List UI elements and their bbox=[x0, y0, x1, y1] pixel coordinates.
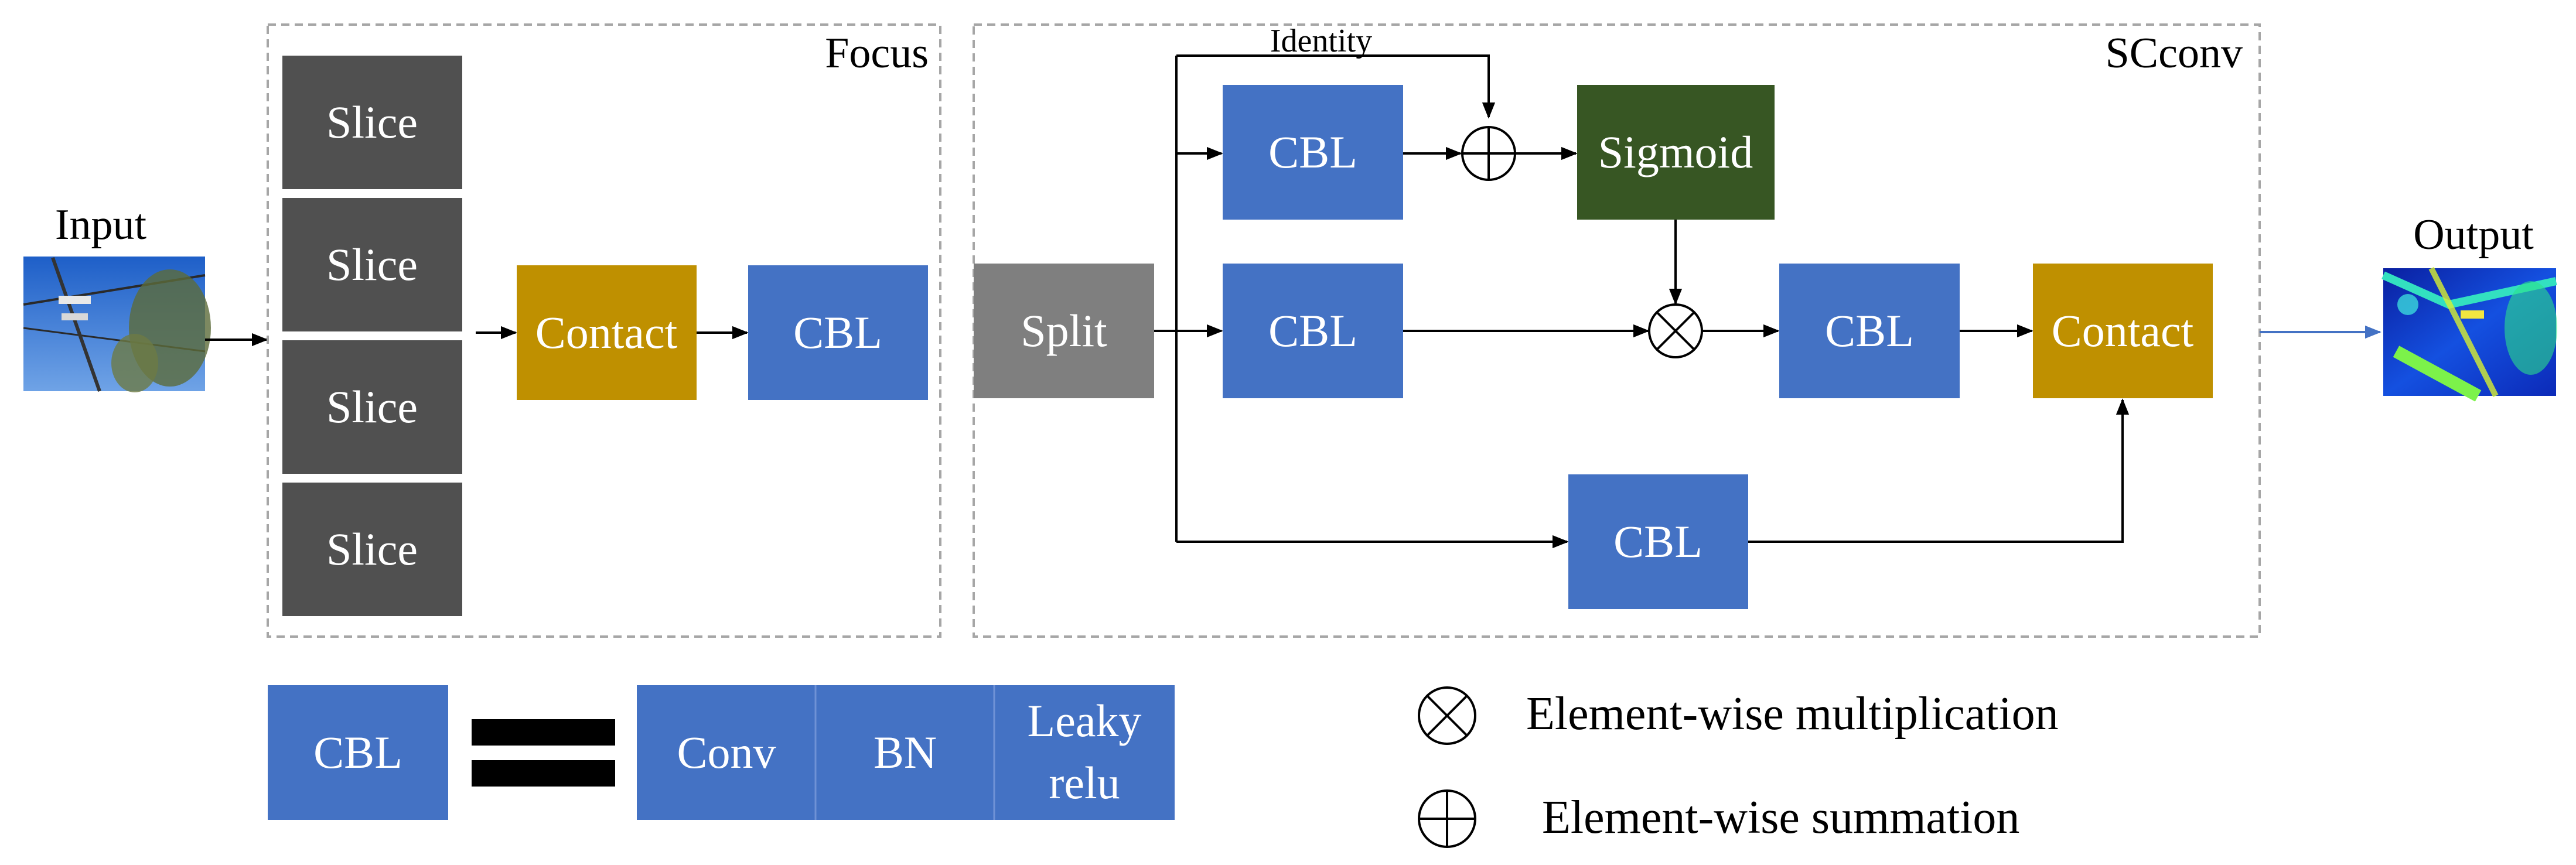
equals-sign bbox=[472, 719, 615, 787]
scconv-cbl-top-box: CBL bbox=[1223, 85, 1403, 220]
split-box: Split bbox=[974, 264, 1154, 398]
multiplication-node bbox=[1648, 303, 1703, 358]
scconv-cbl-bottom-label: CBL bbox=[1613, 516, 1702, 567]
scconv-cbl-mid-box: CBL bbox=[1223, 264, 1403, 398]
scconv-cbl-after-mult-label: CBL bbox=[1825, 305, 1914, 356]
legend-bn-label: BN bbox=[874, 727, 937, 778]
focus-contact-box: Contact bbox=[517, 265, 697, 400]
focus-cbl-box: CBL bbox=[748, 265, 928, 400]
identity-label: Identity bbox=[1270, 23, 1372, 59]
scconv-contact-label: Contact bbox=[2052, 305, 2194, 356]
slice-label: Slice bbox=[326, 97, 418, 148]
output-image bbox=[2381, 266, 2557, 402]
legend-cbl-box: CBL bbox=[268, 685, 448, 820]
legend-cbl-label: CBL bbox=[313, 727, 402, 778]
output-label: Output bbox=[2413, 211, 2534, 259]
sigmoid-box: Sigmoid bbox=[1577, 85, 1775, 220]
slice-box-2: Slice bbox=[282, 198, 462, 331]
multiplication-legend-text: Element-wise multiplication bbox=[1526, 688, 2059, 740]
focus-contact-label: Contact bbox=[535, 307, 678, 358]
summation-legend-icon bbox=[1418, 789, 1476, 848]
input-image bbox=[23, 257, 211, 392]
scconv-cbl-bottom-box: CBL bbox=[1568, 474, 1748, 609]
focus-title: Focus bbox=[825, 29, 929, 77]
scconv-title: SCconv bbox=[2106, 29, 2243, 77]
input-label: Input bbox=[55, 201, 147, 249]
legend-cbl-composition: Conv BN Leaky relu bbox=[637, 685, 1175, 820]
slice-label: Slice bbox=[326, 524, 418, 575]
summation-legend-text: Element-wise summation bbox=[1542, 792, 2019, 843]
slice-box-1: Slice bbox=[282, 56, 462, 189]
cbl-bottom-to-contact-arrow bbox=[1748, 398, 2130, 543]
legend-conv-label: Conv bbox=[677, 727, 776, 778]
legend-leaky-label-line1: Leaky bbox=[1028, 695, 1142, 746]
scconv-cbl-mid-label: CBL bbox=[1268, 305, 1357, 356]
sigmoid-label: Sigmoid bbox=[1598, 126, 1753, 177]
scconv-contact-box: Contact bbox=[2033, 264, 2213, 398]
legend-leaky-label-line2: relu bbox=[1049, 757, 1120, 808]
slice-label: Slice bbox=[326, 381, 418, 432]
focus-cbl-label: CBL bbox=[793, 307, 882, 358]
multiplication-legend-icon bbox=[1418, 686, 1476, 745]
split-label: Split bbox=[1021, 305, 1107, 356]
scconv-cbl-after-mult-box: CBL bbox=[1779, 264, 1960, 398]
slice-label: Slice bbox=[326, 239, 418, 290]
focus-frame bbox=[267, 23, 941, 638]
identity-arrow bbox=[1176, 54, 1496, 119]
slice-box-3: Slice bbox=[282, 340, 462, 474]
slice-box-4: Slice bbox=[282, 483, 462, 616]
summation-node bbox=[1461, 126, 1516, 181]
scconv-cbl-top-label: CBL bbox=[1268, 126, 1357, 177]
